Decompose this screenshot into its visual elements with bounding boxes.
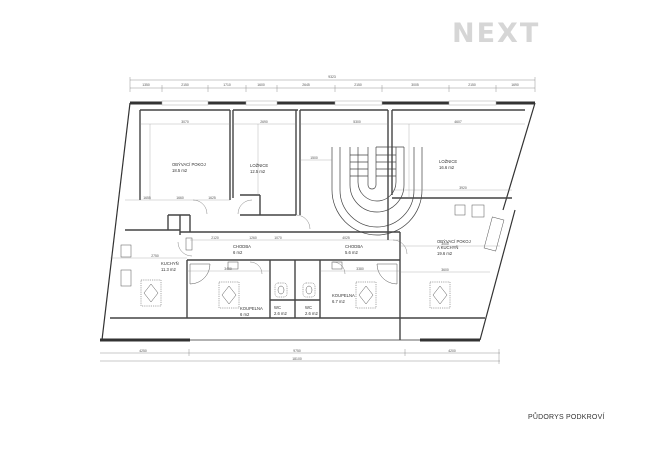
svg-text:1260: 1260: [249, 236, 257, 240]
top-dimension-labels: 9323 1350 2150 1710 1600 2645 2150 3005 …: [142, 75, 519, 87]
svg-text:6 m2: 6 m2: [240, 312, 250, 317]
bottom-dimension-lines: [100, 349, 500, 364]
svg-text:4200: 4200: [448, 349, 456, 353]
svg-text:KUCHYŇ: KUCHYŇ: [161, 261, 179, 266]
svg-text:3380: 3380: [356, 267, 364, 271]
room-wc-2: WC 2.6 m2: [305, 305, 318, 316]
svg-text:5300: 5300: [353, 120, 361, 124]
svg-text:1625: 1625: [208, 196, 216, 200]
outer-walls: [100, 101, 536, 342]
room-wc-1: WC 2.6 m2: [274, 305, 287, 316]
svg-text:CHODBA: CHODBA: [233, 244, 251, 249]
svg-text:KOUPELNA: KOUPELNA: [240, 306, 263, 311]
svg-text:1690: 1690: [511, 83, 519, 87]
interior-dimension-lines: [110, 123, 525, 273]
plan-caption: PŮDORYS PODKROVÍ: [528, 414, 605, 421]
svg-text:1660: 1660: [176, 196, 184, 200]
svg-text:OBÝVACÍ POKOJ: OBÝVACÍ POKOJ: [437, 239, 471, 244]
svg-text:11.3 m2: 11.3 m2: [161, 267, 176, 272]
svg-text:1710: 1710: [223, 83, 231, 87]
svg-text:1600: 1600: [257, 83, 265, 87]
room-chodba-2: CHODBA 5.6 m2: [345, 244, 363, 255]
svg-text:18100: 18100: [292, 357, 302, 361]
room-obyvaci-pokoj-2: OBÝVACÍ POKOJ A KUCHYŇ 19.6 m2: [437, 239, 471, 256]
bottom-dimension-labels: 4250 9750 4200 18100: [139, 349, 456, 361]
svg-text:2645: 2645: [302, 83, 310, 87]
top-windows: [161, 100, 497, 106]
svg-text:2.6 m2: 2.6 m2: [274, 311, 287, 316]
doors: [177, 199, 408, 275]
staircase: [331, 146, 423, 236]
svg-text:12.5 m2: 12.5 m2: [250, 169, 266, 174]
svg-text:4025: 4025: [342, 236, 350, 240]
svg-text:5.6 m2: 5.6 m2: [345, 250, 358, 255]
svg-text:2690: 2690: [260, 120, 268, 124]
svg-text:2150: 2150: [354, 83, 362, 87]
room-koupelna-1: KOUPELNA 6 m2: [240, 306, 263, 317]
svg-text:9323: 9323: [328, 75, 336, 79]
next-logo: NEXT: [452, 18, 541, 49]
svg-text:1350: 1350: [142, 83, 150, 87]
svg-text:WC: WC: [305, 305, 312, 310]
room-obyvaci-pokoj-1: OBÝVACÍ POKOJ 18.5 m2: [172, 162, 206, 173]
svg-text:4250: 4250: [139, 349, 147, 353]
svg-text:2.6 m2: 2.6 m2: [305, 311, 318, 316]
svg-text:6.7 m2: 6.7 m2: [332, 299, 345, 304]
svg-text:3000: 3000: [441, 242, 449, 246]
svg-text:2750: 2750: [151, 254, 159, 258]
room-labels: OBÝVACÍ POKOJ 18.5 m2 LOŽNICE 12.5 m2 LO…: [161, 159, 471, 317]
svg-text:A KUCHYŇ: A KUCHYŇ: [437, 245, 458, 250]
interior-dimension-labels: 3070 2690 5300 4607 1500 3920 2120 1260 …: [143, 120, 467, 272]
room-loznice-2: LOŽNICE 16.6 m2: [439, 159, 457, 170]
svg-text:3070: 3070: [181, 120, 189, 124]
svg-text:1655: 1655: [143, 196, 151, 200]
svg-text:LOŽNICE: LOŽNICE: [439, 159, 457, 164]
svg-text:9750: 9750: [293, 349, 301, 353]
svg-text:3600: 3600: [441, 268, 449, 272]
svg-text:18.5 m2: 18.5 m2: [172, 168, 188, 173]
svg-text:CHODBA: CHODBA: [345, 244, 363, 249]
svg-text:2120: 2120: [211, 236, 219, 240]
svg-text:3400: 3400: [224, 267, 232, 271]
room-loznice-1: LOŽNICE 12.5 m2: [250, 163, 268, 174]
svg-text:1070: 1070: [274, 236, 282, 240]
top-dimension-lines: [129, 77, 536, 92]
svg-text:16.6 m2: 16.6 m2: [439, 165, 455, 170]
svg-text:2150: 2150: [181, 83, 189, 87]
svg-text:19.6 m2: 19.6 m2: [437, 251, 453, 256]
svg-text:6 m2: 6 m2: [233, 250, 243, 255]
room-chodba-1: CHODBA 6 m2: [233, 244, 251, 255]
svg-text:LOŽNICE: LOŽNICE: [250, 163, 268, 168]
room-kuchyn: KUCHYŇ 11.3 m2: [161, 261, 179, 272]
svg-text:KOUPELNA: KOUPELNA: [332, 293, 355, 298]
svg-text:4607: 4607: [454, 120, 462, 124]
interior-walls: [110, 109, 525, 340]
svg-text:3920: 3920: [459, 186, 467, 190]
bathroom-fixtures: [120, 204, 505, 309]
svg-text:WC: WC: [274, 305, 281, 310]
svg-text:3005: 3005: [411, 83, 419, 87]
svg-text:2150: 2150: [468, 83, 476, 87]
svg-text:OBÝVACÍ POKOJ: OBÝVACÍ POKOJ: [172, 162, 206, 167]
svg-text:1500: 1500: [310, 156, 318, 160]
room-koupelna-2: KOUPELNA 6.7 m2: [332, 293, 355, 304]
